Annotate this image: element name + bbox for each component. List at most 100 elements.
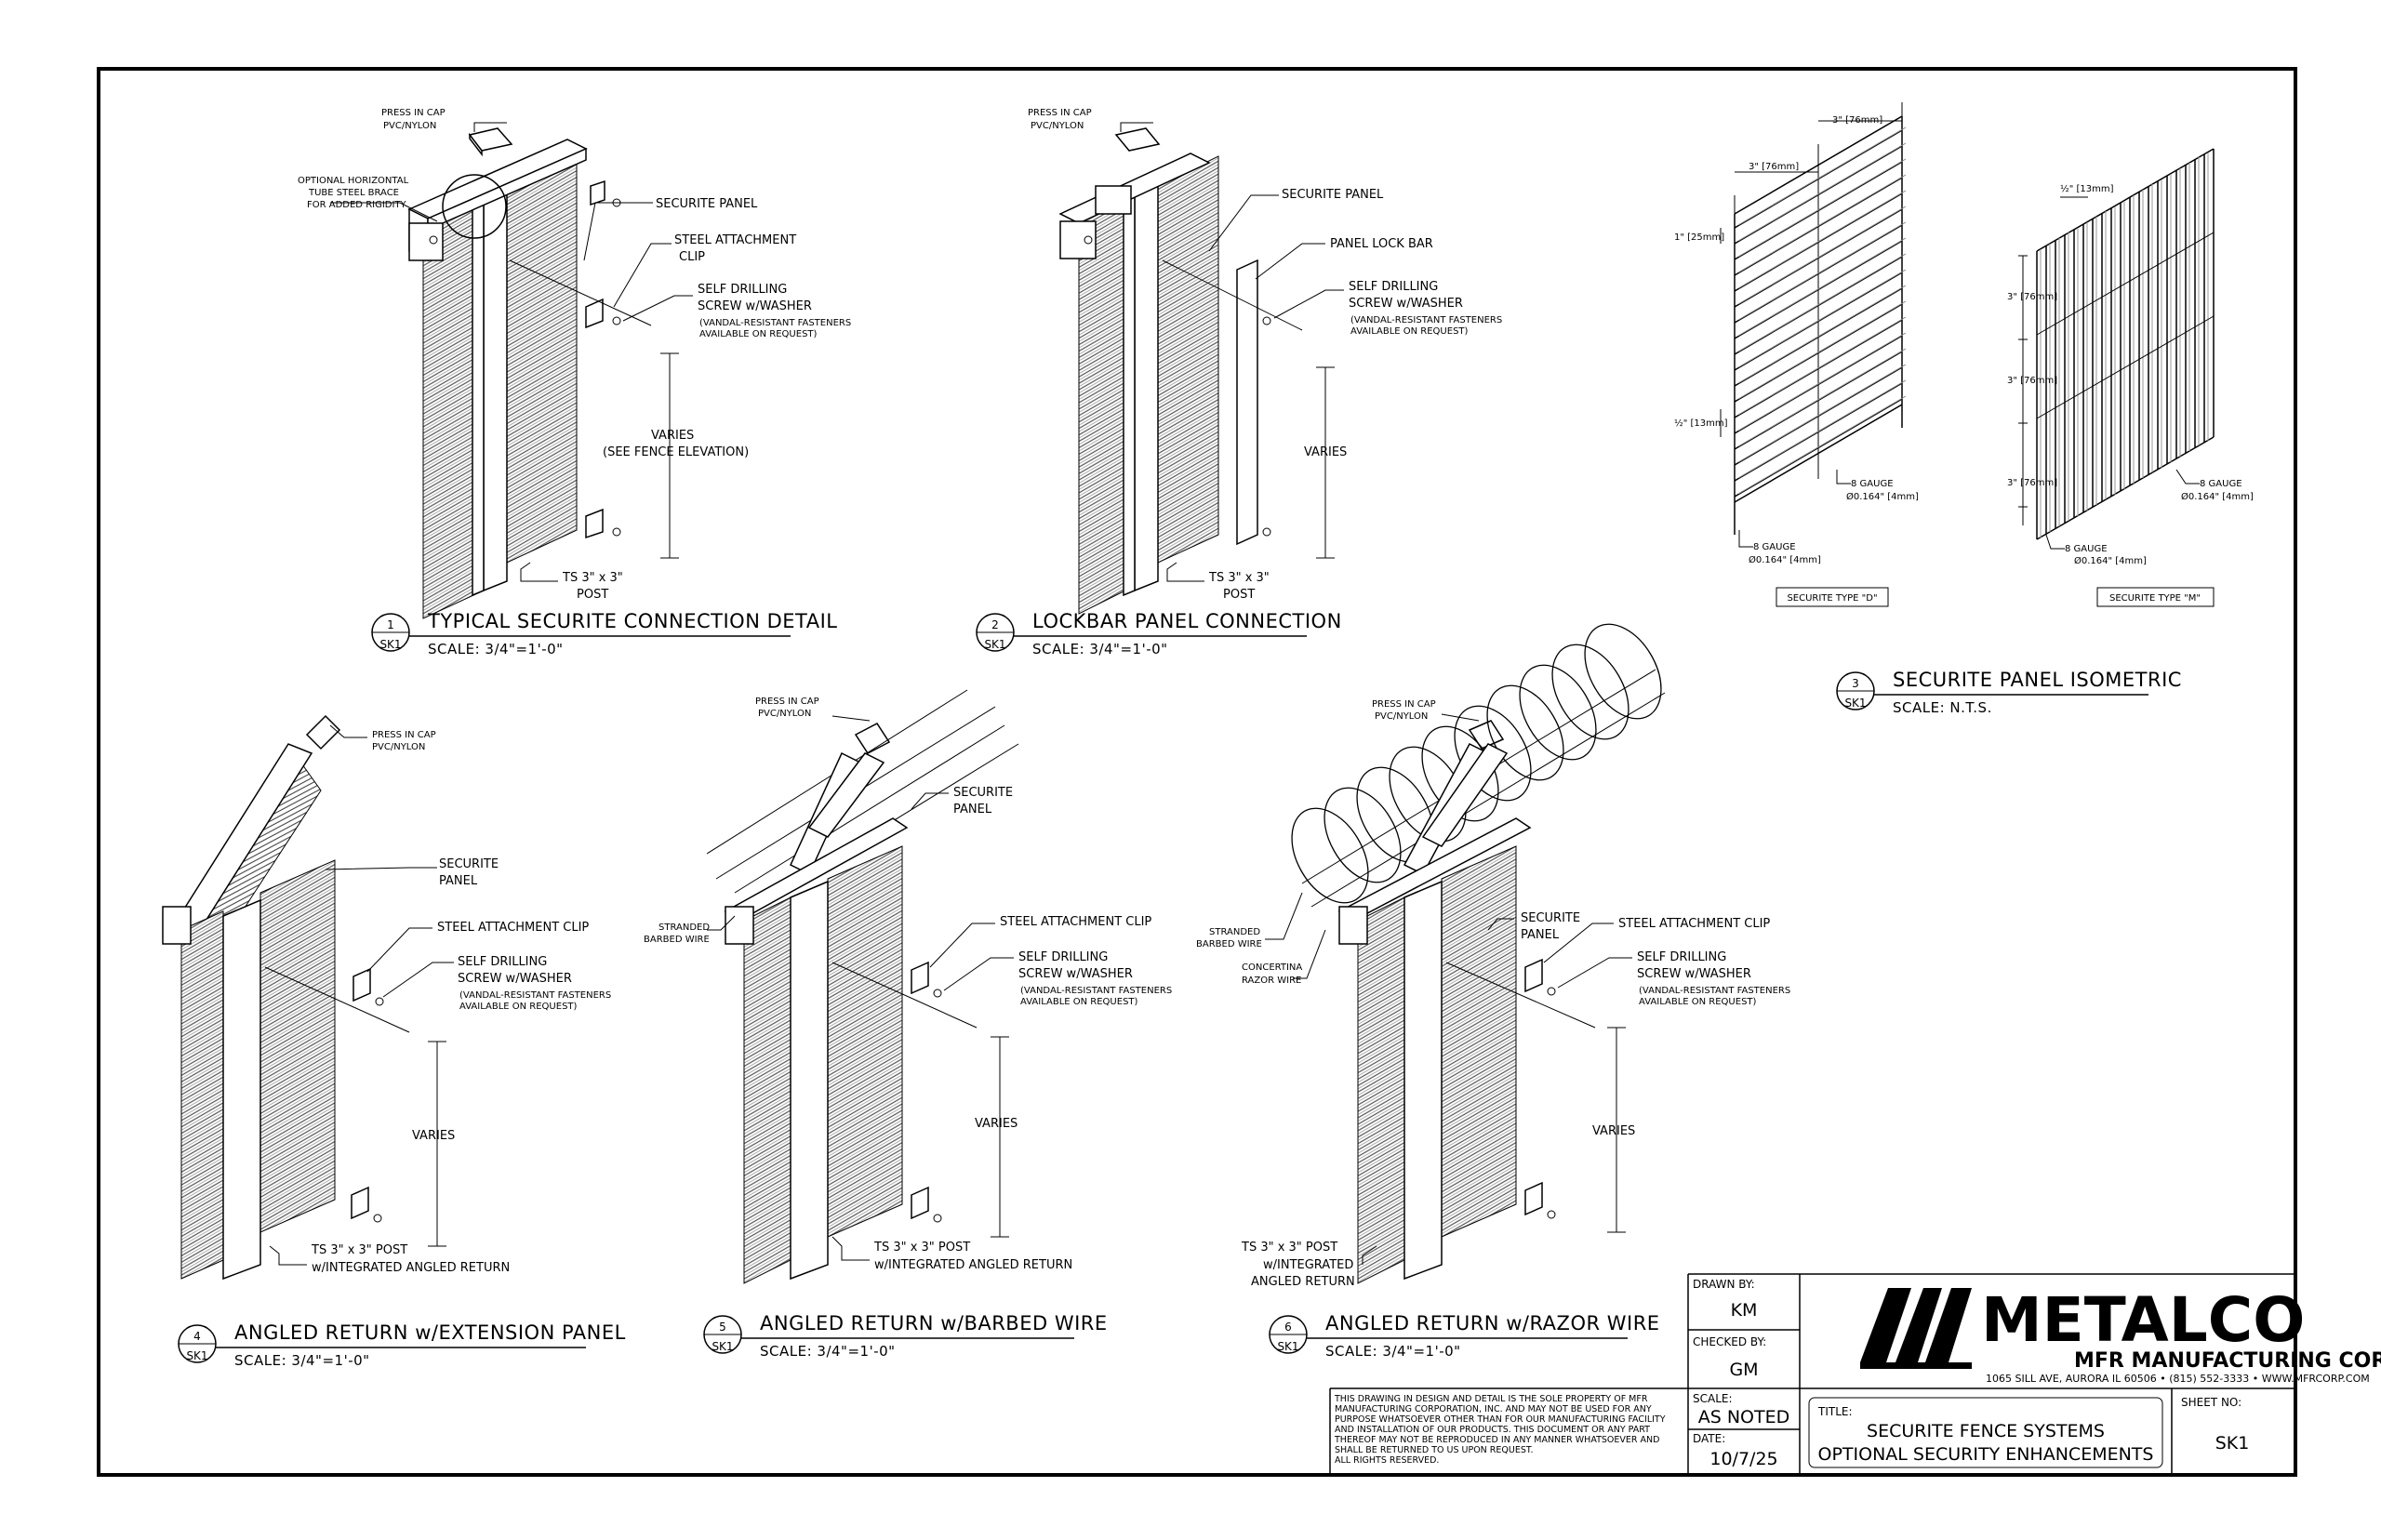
drawing-label: SCALE: 3/4"=1'-0" bbox=[234, 1352, 370, 1369]
company-name: METALCO bbox=[1981, 1284, 2305, 1356]
drawing-label: ½" [13mm] bbox=[1674, 418, 1728, 429]
drawing-label: SCALE: 3/4"=1'-0" bbox=[428, 641, 564, 657]
drawing-label: PANEL LOCK BAR bbox=[1330, 237, 1433, 251]
drawing-label: SK1 bbox=[1277, 1340, 1298, 1353]
scale-label: SCALE: bbox=[1693, 1392, 1733, 1405]
drawing-label: SECURITE bbox=[1521, 911, 1580, 925]
detail-1-title: 1 SK1 TYPICAL SECURITE CONNECTION DETAIL… bbox=[371, 610, 837, 657]
drawing-label: PRESS IN CAP bbox=[755, 697, 819, 707]
drawing-label: (VANDAL-RESISTANT FASTENERS bbox=[1020, 986, 1172, 996]
drawing-label: PANEL bbox=[439, 874, 478, 888]
detail-1-labels: PRESS IN CAP PVC/NYLON OPTIONAL HORIZONT… bbox=[298, 108, 851, 602]
drawing-label: SHALL BE RETURNED TO US UPON REQUEST. bbox=[1335, 1445, 1534, 1455]
drawing-label: SCALE: 3/4"=1'-0" bbox=[760, 1343, 896, 1360]
drawing-label: SECURITE TYPE "D" bbox=[1787, 593, 1877, 604]
drawing-label: SK1 bbox=[186, 1349, 207, 1362]
sheet-no-value: SK1 bbox=[2215, 1433, 2250, 1454]
drawing-label: 3" [76mm] bbox=[2007, 376, 2057, 386]
detail-2-title: 2 SK1 LOCKBAR PANEL CONNECTION SCALE: 3/… bbox=[976, 610, 1342, 657]
drawing-label: POST bbox=[1223, 588, 1255, 602]
drawing-label: VARIES bbox=[1304, 445, 1347, 459]
drawing-label: SECURITE bbox=[439, 857, 499, 871]
drawing-label: SECURITE PANEL ISOMETRIC bbox=[1893, 669, 2182, 691]
scale-value: AS NOTED bbox=[1698, 1407, 1790, 1427]
label: SELF DRILLING bbox=[698, 283, 787, 297]
drawing-label: MANUFACTURING CORPORATION, INC. AND MAY … bbox=[1335, 1404, 1652, 1414]
drawing-label: ANGLED RETURN w/EXTENSION PANEL bbox=[234, 1321, 626, 1344]
drawing-label: 3 bbox=[1852, 677, 1859, 690]
detail-2-labels: PRESS IN CAP PVC/NYLON SECURITE PANEL PA… bbox=[1028, 108, 1502, 602]
label: POST bbox=[577, 588, 608, 602]
drawing-label: AND INSTALLATION OF OUR PRODUCTS. THIS D… bbox=[1335, 1425, 1650, 1435]
detail-4-labels: PRESS IN CAP PVC/NYLON SECURITE PANEL ST… bbox=[311, 730, 611, 1275]
drawing-label: TS 3" x 3" POST bbox=[1241, 1241, 1337, 1255]
drawing-label: TS 3" x 3" POST bbox=[311, 1243, 407, 1257]
label: (SEE FENCE ELEVATION) bbox=[603, 445, 749, 459]
drawing-label: SCALE: 3/4"=1'-0" bbox=[1325, 1343, 1461, 1360]
drawing-label: THEREOF MAY NOT BE REPRODUCED IN ANY MAN… bbox=[1334, 1435, 1659, 1445]
label: (VANDAL-RESISTANT FASTENERS bbox=[699, 318, 851, 328]
drawing-label: SK1 bbox=[1844, 697, 1866, 710]
drawing-label: 3" [76mm] bbox=[2007, 292, 2057, 302]
drawing-label: (VANDAL-RESISTANT FASTENERS bbox=[1350, 315, 1502, 325]
detail-5-drawing bbox=[706, 689, 1019, 1284]
drawing-label: PURPOSE WHATSOEVER OTHER THAN FOR OUR MA… bbox=[1335, 1414, 1666, 1425]
drawing-label: ½" [13mm] bbox=[2060, 183, 2114, 194]
drawing-label: ANGLED RETURN bbox=[1251, 1275, 1355, 1289]
sheet-no-label: SHEET NO: bbox=[2181, 1396, 2241, 1409]
drawing-label: 4 bbox=[193, 1330, 201, 1343]
label: FOR ADDED RIGIDITY bbox=[307, 200, 407, 210]
label: TUBE STEEL BRACE bbox=[308, 188, 399, 198]
detail-1-drawing bbox=[330, 122, 693, 619]
drawing-label: ANGLED RETURN w/RAZOR WIRE bbox=[1325, 1312, 1660, 1334]
sheet-border bbox=[97, 67, 2297, 1477]
drawing-label: PRESS IN CAP bbox=[1028, 108, 1092, 118]
drawing-label: STEEL ATTACHMENT CLIP bbox=[1000, 915, 1151, 929]
drawing-label: SECURITE bbox=[953, 786, 1013, 800]
detail-6-labels: PRESS IN CAP PVC/NYLON STRANDED BARBED W… bbox=[1196, 699, 1790, 1289]
drawing-label: SCALE: 3/4"=1'-0" bbox=[1032, 641, 1168, 657]
drawing-label: PVC/NYLON bbox=[1031, 121, 1084, 131]
drawing-label: 8 GAUGE bbox=[1753, 542, 1796, 552]
drawing-label: 1" [25mm] bbox=[1674, 232, 1724, 243]
detail-3-title: 3 SK1 SECURITE PANEL ISOMETRIC SCALE: N.… bbox=[1836, 669, 2182, 716]
drawing-label: THIS DRAWING IN DESIGN AND DETAIL IS THE… bbox=[1334, 1394, 1648, 1404]
title-line-1: SECURITE FENCE SYSTEMS bbox=[1867, 1421, 2105, 1441]
drawing-label: w/INTEGRATED bbox=[1263, 1258, 1353, 1272]
detail-6-title: 6 SK1 ANGLED RETURN w/RAZOR WIRE SCALE: … bbox=[1269, 1312, 1660, 1360]
date-value: 10/7/25 bbox=[1709, 1449, 1777, 1469]
drawing-label: 2 bbox=[991, 618, 999, 631]
drawing-label: ALL RIGHTS RESERVED. bbox=[1335, 1455, 1439, 1466]
drawing-label: VARIES bbox=[412, 1129, 455, 1143]
drawing-label: 5 bbox=[719, 1321, 726, 1334]
label: PVC/NYLON bbox=[383, 121, 436, 131]
drawing-label: Ø0.164" [4mm] bbox=[2074, 555, 2147, 566]
label: SECURITE PANEL bbox=[656, 197, 758, 211]
drawing-label: SELF DRILLING bbox=[1018, 950, 1108, 964]
drawing-label: SCREW w/WASHER bbox=[1349, 297, 1463, 311]
disclaimer: THIS DRAWING IN DESIGN AND DETAIL IS THE… bbox=[1334, 1394, 1666, 1466]
title-line-2: OPTIONAL SECURITY ENHANCEMENTS bbox=[1818, 1444, 2154, 1465]
drawn-by-value: KM bbox=[1731, 1300, 1758, 1321]
drawing-label: LOCKBAR PANEL CONNECTION bbox=[1032, 610, 1342, 632]
label: CLIP bbox=[679, 250, 705, 264]
securite-type-d bbox=[1720, 102, 1907, 548]
drawing-label: (VANDAL-RESISTANT FASTENERS bbox=[1639, 986, 1790, 996]
drawing-label: 1 bbox=[387, 618, 394, 631]
drawing-label: w/INTEGRATED ANGLED RETURN bbox=[312, 1261, 510, 1275]
label: OPTIONAL HORIZONTAL bbox=[298, 176, 409, 186]
detail-4-drawing bbox=[162, 714, 454, 1281]
detail-2-drawing bbox=[1058, 122, 1344, 615]
drawing-label: SELF DRILLING bbox=[1637, 950, 1726, 964]
drawing-label: BARBED WIRE bbox=[1196, 939, 1262, 949]
drawing-label: PVC/NYLON bbox=[758, 709, 811, 719]
drawing-label: ANGLED RETURN w/BARBED WIRE bbox=[760, 1312, 1108, 1334]
label: PRESS IN CAP bbox=[381, 108, 446, 118]
securite-type-m bbox=[2018, 148, 2215, 550]
detail-6-drawing bbox=[1265, 623, 1666, 1284]
drawing-label: 8 GAUGE bbox=[2200, 479, 2242, 489]
company-sub: MFR MANUFACTURING CORP. bbox=[2074, 1349, 2381, 1373]
checked-by-value: GM bbox=[1729, 1360, 1758, 1380]
detail-3-labels: 3" [76mm] 3" [76mm] 1" [25mm] ½" [13mm] … bbox=[1674, 115, 2254, 607]
drawing-label: (VANDAL-RESISTANT FASTENERS bbox=[459, 990, 611, 1001]
